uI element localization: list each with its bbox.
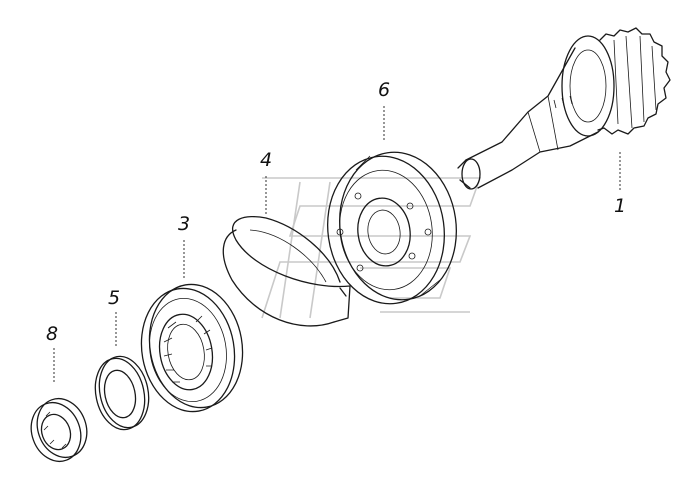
callout-8: 8	[46, 323, 58, 345]
callout-6: 6	[378, 79, 390, 101]
callout-3: 3	[178, 213, 190, 235]
part-8-nut	[30, 397, 88, 463]
callout-4: 4	[260, 149, 272, 171]
callout-1: 1	[614, 195, 626, 217]
part-4-snap-ring	[222, 215, 351, 327]
part-1-shaft-gear	[457, 27, 671, 190]
callout-5: 5	[108, 287, 120, 309]
part-5-washer	[94, 355, 150, 431]
watermark-logo	[261, 177, 482, 319]
part-3-roller-bearing	[140, 283, 244, 413]
part-6-housing-disc	[326, 151, 458, 305]
